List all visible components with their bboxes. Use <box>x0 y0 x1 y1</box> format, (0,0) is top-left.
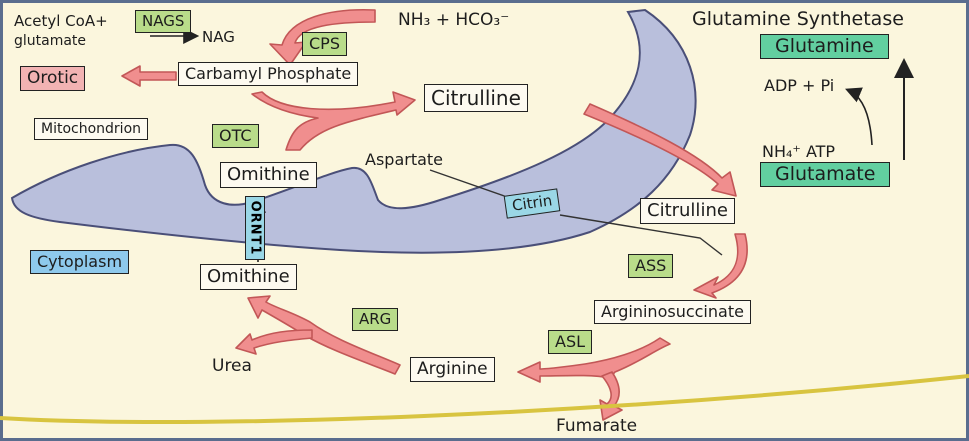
citrulline-cyto-label: Citrulline <box>640 198 735 224</box>
mitochondrion-label: Mitochondrion <box>34 118 149 140</box>
cytoplasm-label: Cytoplasm <box>30 250 130 274</box>
ornt1-transporter-label: ORNT1 <box>245 196 265 260</box>
acetyl-coa-label: Acetyl CoA+ <box>14 12 108 30</box>
ass-enzyme-label: ASS <box>628 254 674 278</box>
argininosuccinate-to-arginine-arrow <box>517 337 671 383</box>
nags-enzyme-label: NAGS <box>135 10 192 33</box>
ornithine-cyto-label: Omithine <box>200 264 297 290</box>
carbamyl-to-orotic-arrow <box>121 65 177 87</box>
otc-enzyme-label: OTC <box>212 124 259 148</box>
arginine-to-urea-arrow <box>235 329 313 355</box>
carbamyl-to-citrulline-arrow <box>251 91 416 151</box>
citrulline-transport-arrow <box>583 103 737 197</box>
ammonia-bicarbonate-label: NH₃ + HCO₃⁻ <box>398 10 510 30</box>
arginine-to-ornithine-arrow <box>247 295 401 375</box>
fumarate-label: Fumarate <box>556 416 638 436</box>
nh4-atp-label: NH₄⁺ ATP <box>762 142 836 161</box>
citrulline-mito-label: Citrulline <box>424 84 528 112</box>
cell-membrane-line <box>0 374 969 425</box>
glutamine-label: Glutamine <box>760 34 889 59</box>
urea-label: Urea <box>212 356 252 376</box>
arg-enzyme-label: ARG <box>352 308 399 331</box>
adp-release-arrow <box>845 87 873 146</box>
aspartate-label: Aspartate <box>365 150 444 169</box>
arginine-label: Arginine <box>410 357 495 382</box>
ornithine-mito-label: Omithine <box>220 162 317 188</box>
orotic-label: Orotic <box>20 66 86 91</box>
argininosuccinate-label: Argininosuccinate <box>594 300 751 324</box>
carbamyl-phosphate-label: Carbamyl Phosphate <box>178 62 359 86</box>
glutamate-small-label: glutamate <box>14 33 87 49</box>
citrulline-to-argininosuccinate-arrow <box>693 233 748 299</box>
adp-pi-label: ADP + Pi <box>764 76 835 95</box>
glutamine-synthetase-label: Glutamine Synthetase <box>692 8 904 30</box>
cps-enzyme-label: CPS <box>302 32 347 56</box>
argininosuccinate-to-fumarate-arrow <box>599 371 623 421</box>
nag-label: NAG <box>202 28 235 46</box>
asl-enzyme-label: ASL <box>548 330 593 354</box>
glutamate-box-label: Glutamate <box>760 162 891 187</box>
